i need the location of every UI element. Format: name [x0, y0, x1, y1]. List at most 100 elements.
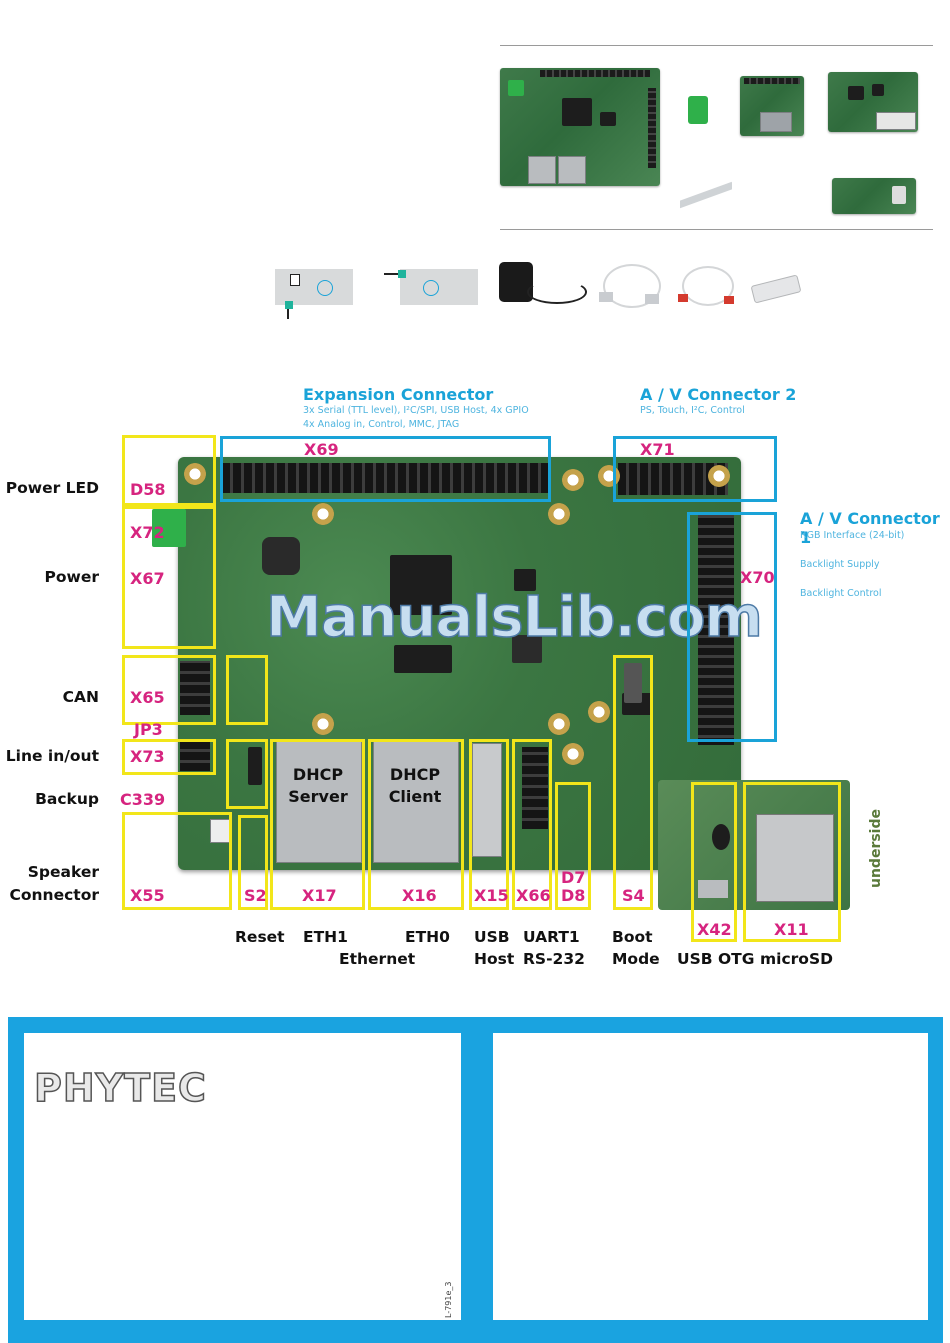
ref-d8: D8 — [561, 886, 586, 905]
label-boot: Boot — [612, 928, 653, 946]
dhcp-client-line2: Client — [388, 787, 442, 806]
ref-s2: S2 — [244, 886, 267, 905]
label-speaker: Speaker — [27, 863, 99, 881]
x65-highlight — [122, 655, 216, 725]
ref-x55: X55 — [130, 886, 165, 905]
d58-highlight — [122, 435, 216, 506]
ref-x70: X70 — [740, 568, 775, 587]
dhcp-client-line1: DHCP — [389, 765, 441, 784]
ref-x16: X16 — [402, 886, 437, 905]
ref-s4: S4 — [622, 886, 645, 905]
ref-d7: D7 — [561, 868, 586, 887]
right-white-panel — [493, 1033, 928, 1320]
kit-serial-adapter-image — [740, 76, 804, 136]
d7-d8-highlight — [555, 782, 591, 910]
x15-highlight — [469, 739, 509, 910]
x55-highlight — [122, 812, 232, 910]
av-connector-2-title: A / V Connector 2 — [640, 385, 797, 404]
dhcp-server-line2: Server — [288, 787, 348, 806]
s4-highlight — [613, 655, 653, 910]
x69-highlight — [220, 436, 551, 502]
dhcp-server-line1: DHCP — [292, 765, 344, 784]
underside-label: underside — [868, 808, 884, 888]
ref-x15: X15 — [474, 886, 509, 905]
kit-power-terminal-image — [688, 96, 708, 124]
label-eth0: ETH0 — [405, 928, 450, 946]
kit-ribbon-cable-image — [680, 180, 732, 212]
ref-x67: X67 — [130, 569, 165, 588]
expansion-connector-title: Expansion Connector — [303, 385, 494, 404]
s2-highlight — [238, 815, 268, 910]
eth1-jack — [276, 741, 362, 863]
ref-x73: X73 — [130, 747, 165, 766]
c339-highlight — [226, 739, 268, 809]
av-connector-2-desc: PS, Touch, I²C, Control — [640, 405, 745, 416]
label-line-in-out: Line in/out — [5, 747, 99, 765]
watermark: ManualsLib.com — [265, 584, 763, 651]
label-mode: Mode — [612, 950, 660, 968]
power-terminal — [152, 509, 186, 547]
dhcp-server-label: DHCP Server — [272, 764, 364, 808]
label-host: Host — [474, 950, 515, 968]
expansion-connector-desc-2: 4x Analog in, Control, MMC, JTAG — [303, 419, 460, 430]
expansion-header — [222, 463, 548, 493]
ref-x65: X65 — [130, 688, 165, 707]
label-usb: USB — [474, 928, 510, 946]
kit-serial-cable-image — [597, 258, 663, 314]
ref-jp3: JP3 — [134, 720, 163, 739]
x66-highlight — [512, 739, 552, 910]
document-id: L-791e_3 — [444, 1281, 453, 1318]
jumper-diagram-right — [384, 269, 478, 305]
ref-c339: C339 — [120, 790, 166, 809]
kit-carrier-board-image — [500, 68, 660, 186]
processor-chip — [390, 555, 452, 615]
x71-highlight — [613, 436, 777, 502]
phytec-logo: PHYTEC — [33, 1065, 207, 1111]
expansion-connector-desc-1: 3x Serial (TTL level), I²C/SPI, USB Host… — [303, 405, 529, 416]
jp3-highlight — [226, 655, 268, 725]
kit-usb-stick-image — [750, 274, 802, 304]
ref-x17: X17 — [302, 886, 337, 905]
label-power-led: Power LED — [5, 479, 99, 497]
ref-x66: X66 — [516, 886, 551, 905]
ref-x71: X71 — [640, 440, 675, 459]
left-white-panel — [24, 1033, 461, 1320]
label-microsd: microSD — [760, 950, 833, 968]
x17-highlight — [270, 739, 365, 910]
underside-microsd-photo — [658, 780, 850, 910]
label-can: CAN — [62, 688, 99, 706]
eth0-jack — [373, 741, 459, 863]
kit-power-module-image — [828, 72, 918, 132]
divider-middle — [500, 229, 933, 230]
x70-highlight — [687, 512, 777, 742]
label-reset: Reset — [235, 928, 285, 946]
x11-highlight — [743, 782, 841, 942]
ref-x72: X72 — [130, 523, 165, 542]
ref-x69: X69 — [304, 440, 339, 459]
divider-top — [500, 45, 933, 46]
label-backup: Backup — [35, 790, 99, 808]
av1-header — [698, 515, 734, 745]
av-connector-1-desc-1: RGB Interface (24-bit) — [800, 530, 905, 541]
ref-x42: X42 — [697, 920, 732, 939]
jumper-diagram-left — [275, 269, 353, 319]
label-rs232: RS-232 — [523, 950, 585, 968]
x16-highlight — [368, 739, 464, 910]
av-connector-1-desc-3: Backlight Control — [800, 588, 882, 599]
av-connector-1-title: A / V Connector 1 — [800, 509, 940, 547]
x42-highlight — [691, 782, 737, 942]
dhcp-client-label: DHCP Client — [369, 764, 461, 808]
label-eth1: ETH1 — [303, 928, 348, 946]
power-highlight — [122, 506, 216, 649]
label-usb-otg: USB OTG — [677, 950, 755, 968]
kit-power-adapter-image — [497, 258, 587, 312]
usb-host-jack — [472, 743, 502, 857]
label-power: Power — [44, 568, 100, 586]
av-connector-1-desc-2: Backlight Supply — [800, 559, 880, 570]
kit-network-cable-image — [676, 262, 738, 312]
kit-small-board-image — [832, 178, 916, 214]
ref-x11: X11 — [774, 920, 809, 939]
ref-d58: D58 — [130, 480, 166, 499]
label-ethernet: Ethernet — [339, 950, 416, 968]
label-connector: Connector — [9, 886, 100, 904]
